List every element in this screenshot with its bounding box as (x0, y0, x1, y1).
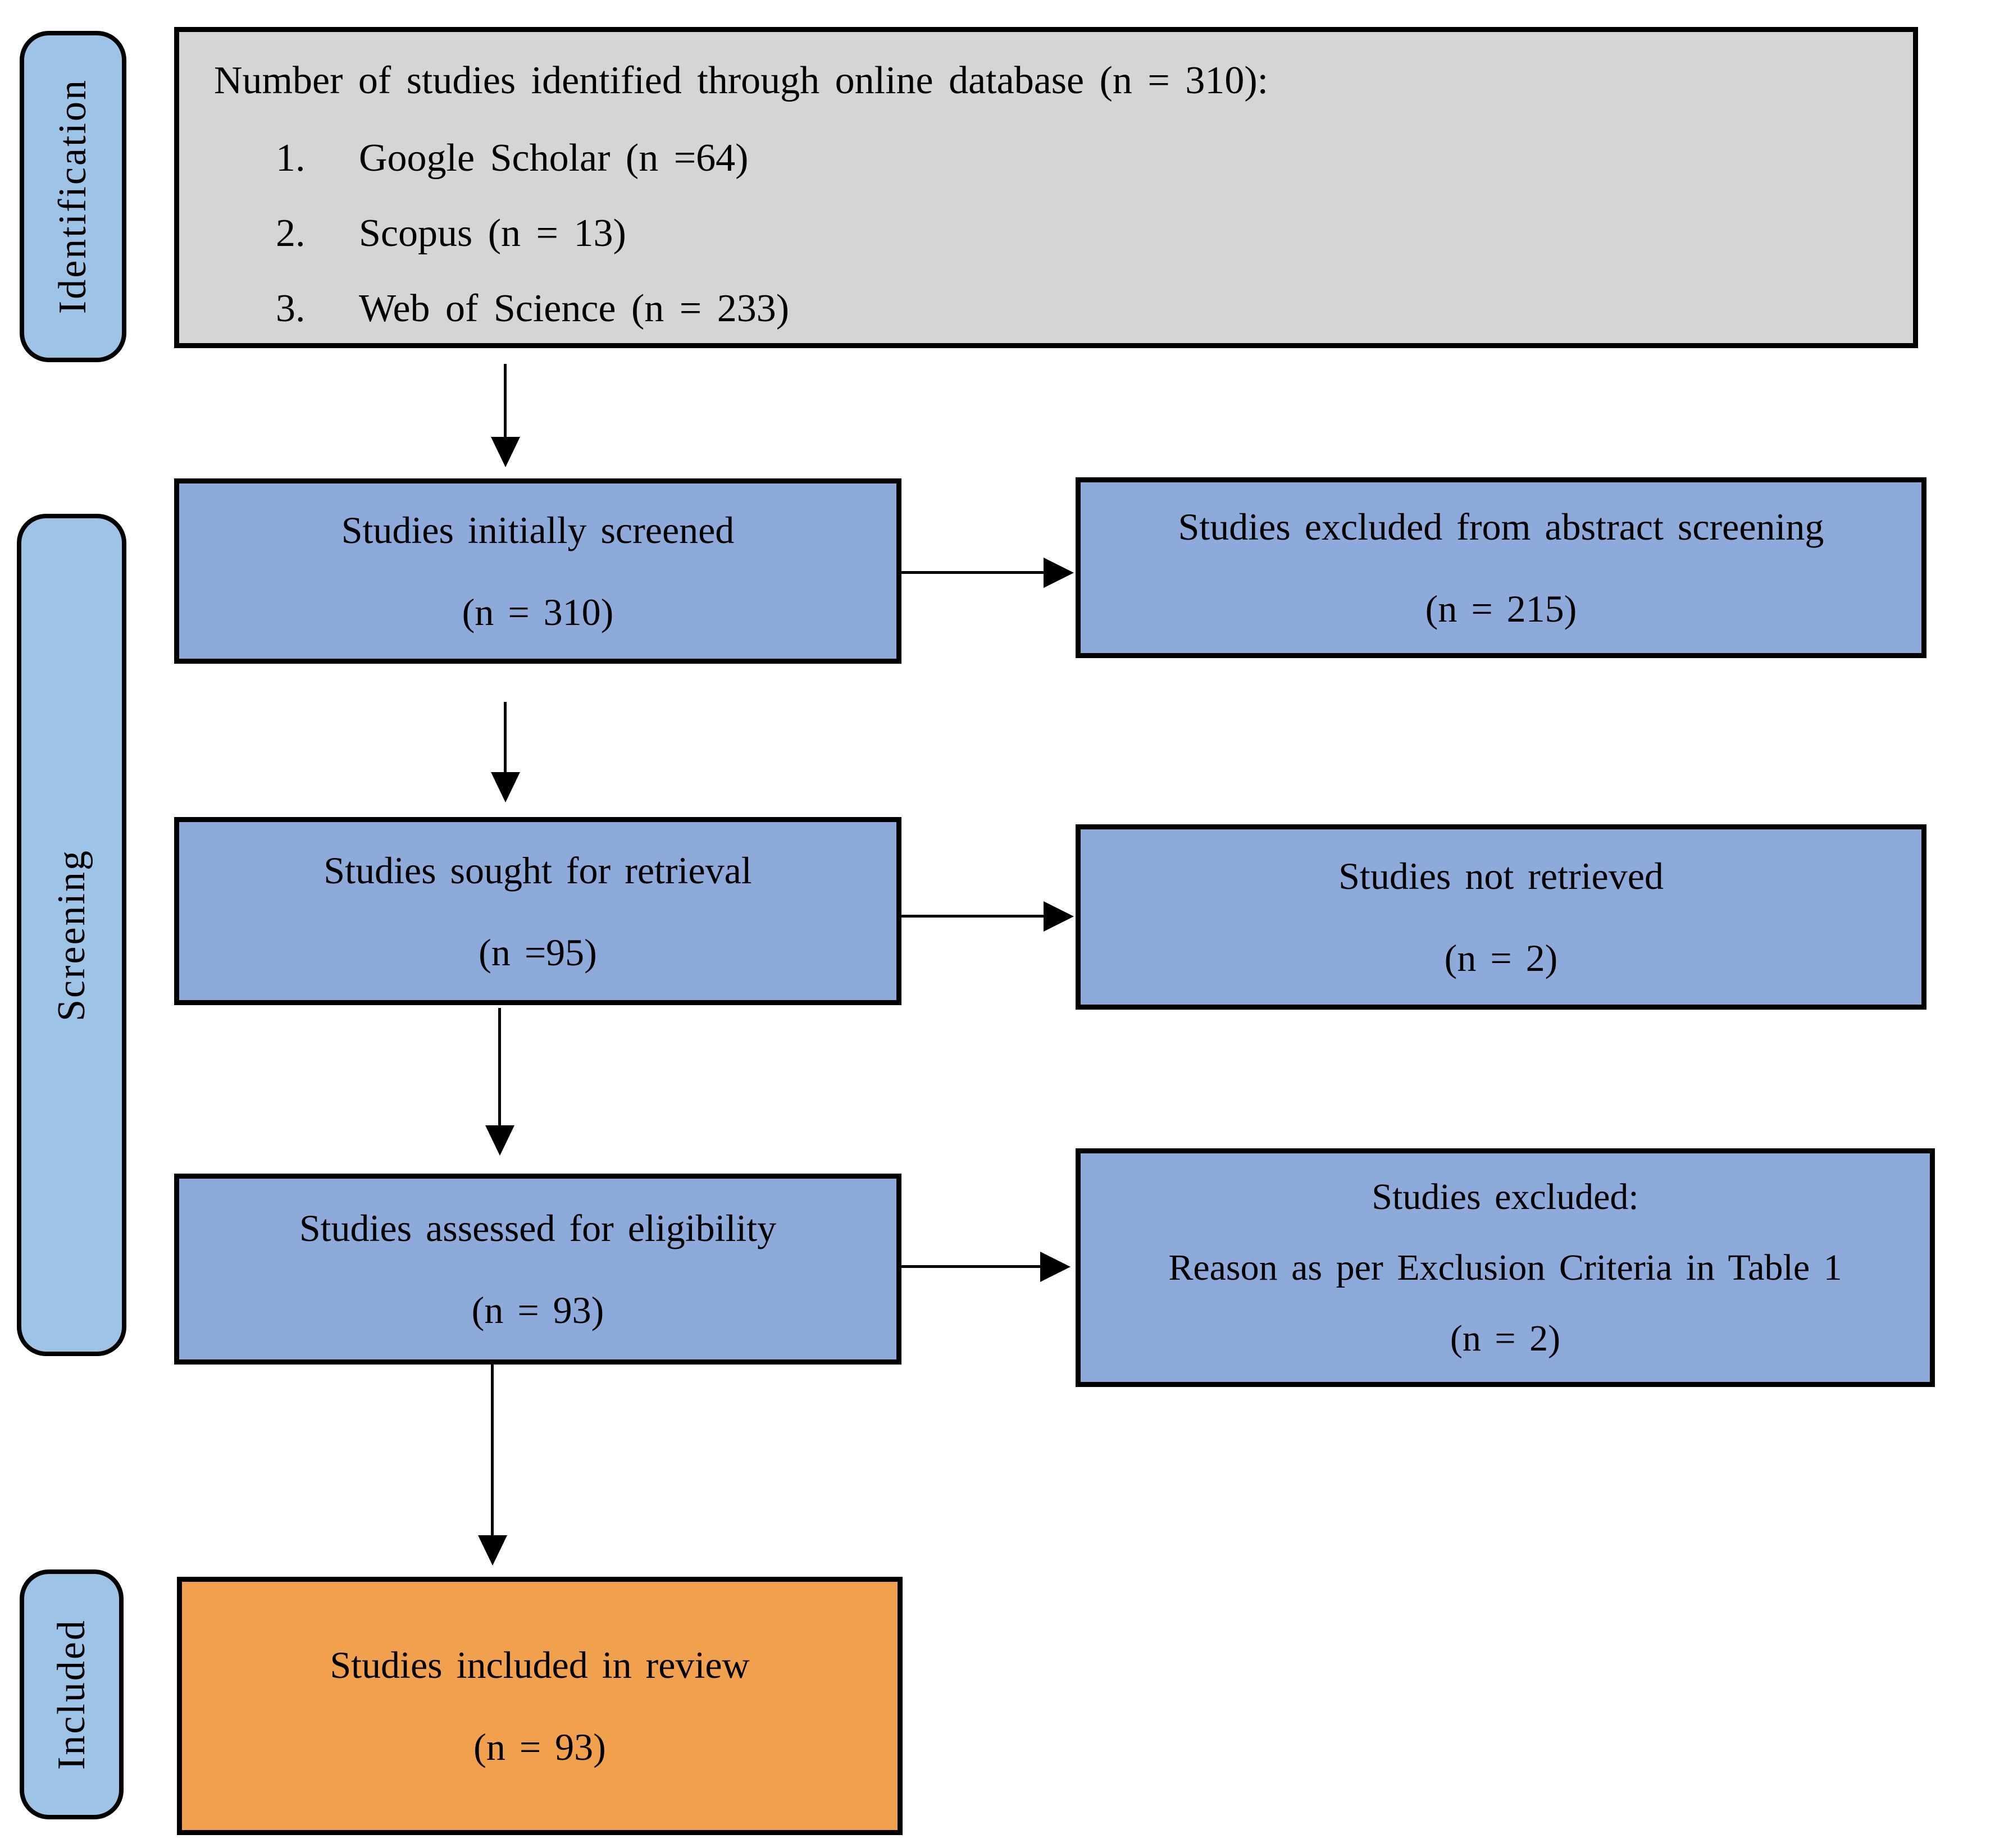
box-initially-screened: Studies initially screened (n = 310) (174, 478, 901, 664)
list-number: 1. (276, 136, 306, 180)
box-title: Studies sought for retrieval (324, 848, 752, 892)
box-count: (n = 2) (1450, 1317, 1561, 1359)
stage-screening-label: Screening (49, 848, 93, 1021)
stage-identification: Identification (20, 31, 126, 362)
database-item-google-scholar: 1. Google Scholar (n =64) (276, 139, 789, 178)
list-text: Google Scholar (n =64) (359, 136, 749, 180)
list-number: 3. (276, 287, 306, 330)
box-title: Studies excluded from abstract screening (1178, 505, 1824, 548)
identified-title: Number of studies identified through onl… (214, 59, 1269, 102)
arrow-line (901, 1265, 1042, 1268)
arrow-line (901, 571, 1046, 574)
box-title: Studies excluded: (1372, 1176, 1639, 1217)
box-assessed-eligibility: Studies assessed for eligibility (n = 93… (174, 1174, 901, 1365)
arrow-line (504, 364, 507, 438)
arrowhead-icon (1044, 558, 1074, 588)
stage-screening: Screening (17, 514, 126, 1356)
box-count: (n = 2) (1444, 937, 1558, 979)
database-list: 1. Google Scholar (n =64) 2. Scopus (n =… (276, 139, 789, 328)
box-not-retrieved: Studies not retrieved (n = 2) (1076, 824, 1926, 1010)
arrowhead-icon (485, 1125, 514, 1156)
box-sought-retrieval: Studies sought for retrieval (n =95) (174, 817, 901, 1005)
box-count: (n = 93) (473, 1726, 606, 1768)
arrow-line (491, 1363, 494, 1537)
arrowhead-icon (491, 437, 520, 467)
list-text: Web of Science (n = 233) (359, 287, 790, 330)
box-count: (n = 93) (471, 1289, 604, 1331)
box-count: (n =95) (479, 930, 597, 974)
box-reason: Reason as per Exclusion Criteria in Tabl… (1168, 1247, 1842, 1288)
box-title: Studies included in review (330, 1644, 750, 1686)
box-title: Studies assessed for eligibility (299, 1207, 777, 1249)
box-count: (n = 310) (462, 591, 614, 633)
list-text: Scopus (n = 13) (359, 212, 626, 255)
arrowhead-icon (1040, 1252, 1071, 1282)
box-excluded-criteria: Studies excluded: Reason as per Exclusio… (1076, 1148, 1935, 1387)
list-number: 2. (276, 212, 306, 255)
box-included-review: Studies included in review (n = 93) (177, 1577, 903, 1835)
database-item-scopus: 2. Scopus (n = 13) (276, 214, 789, 253)
box-identified-studies: Number of studies identified through onl… (174, 27, 1918, 348)
arrow-line (504, 702, 507, 774)
arrowhead-icon (491, 772, 520, 802)
arrow-line (901, 915, 1046, 918)
stage-included: Included (20, 1569, 124, 1819)
box-title: Studies not retrieved (1338, 855, 1664, 897)
box-excluded-abstract-screening: Studies excluded from abstract screening… (1076, 477, 1926, 658)
arrow-line (498, 1008, 501, 1127)
box-title: Studies initially screened (341, 509, 735, 551)
box-count: (n = 215) (1425, 587, 1577, 630)
arrowhead-icon (478, 1535, 507, 1566)
arrowhead-icon (1044, 901, 1074, 932)
stage-identification-label: Identification (51, 79, 94, 314)
database-item-web-of-science: 3. Web of Science (n = 233) (276, 289, 789, 328)
stage-included-label: Included (49, 1619, 93, 1770)
